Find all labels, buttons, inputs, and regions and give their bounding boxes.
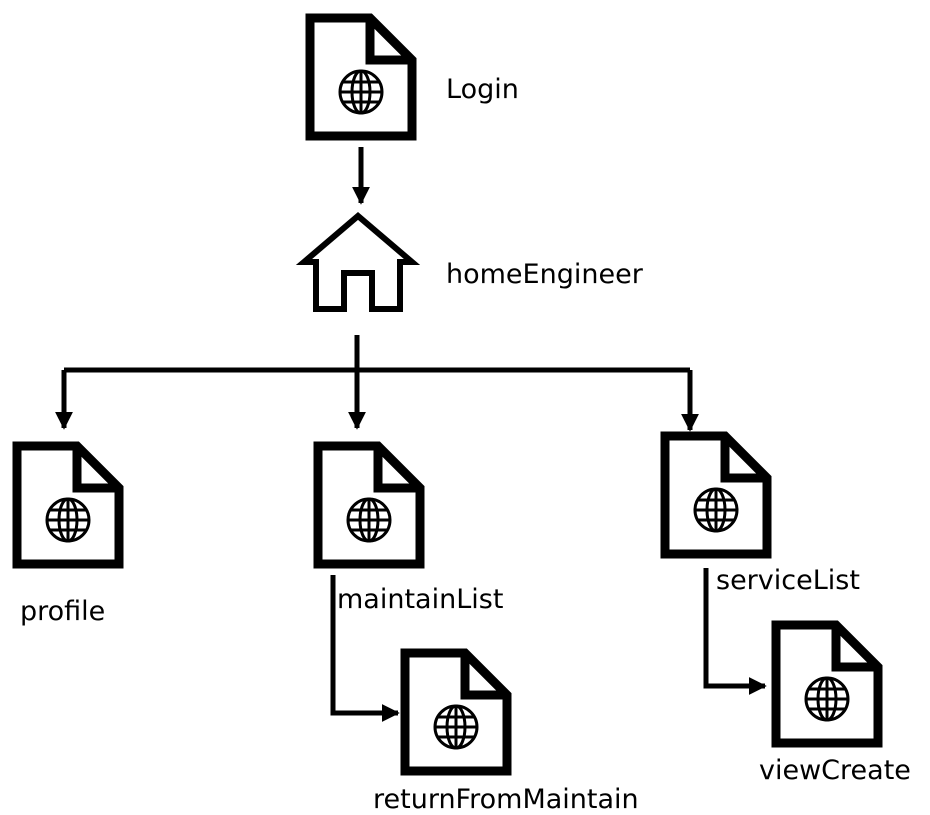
node-label-servicelist: serviceList <box>716 565 860 596</box>
web-page-icon <box>665 436 767 554</box>
node-label-maintainlist: maintainList <box>337 584 504 615</box>
web-page-icon <box>405 653 507 771</box>
node-label-login: Login <box>446 74 519 105</box>
node-label-profile: profile <box>20 596 106 627</box>
web-page-icon <box>776 625 878 743</box>
edge-servicelist-to-viewcreate <box>703 568 767 695</box>
web-page-icon <box>17 446 119 564</box>
web-page-icon <box>318 446 420 564</box>
node-label-viewcreate: viewCreate <box>759 755 911 786</box>
node-label-homeengineer: homeEngineer <box>446 259 643 290</box>
house-icon <box>295 212 421 312</box>
edge-maintainlist-to-returnfrommaintain <box>330 575 400 722</box>
node-label-returnfrommaintain: returnFromMaintain <box>373 784 639 815</box>
web-page-icon <box>310 18 412 136</box>
